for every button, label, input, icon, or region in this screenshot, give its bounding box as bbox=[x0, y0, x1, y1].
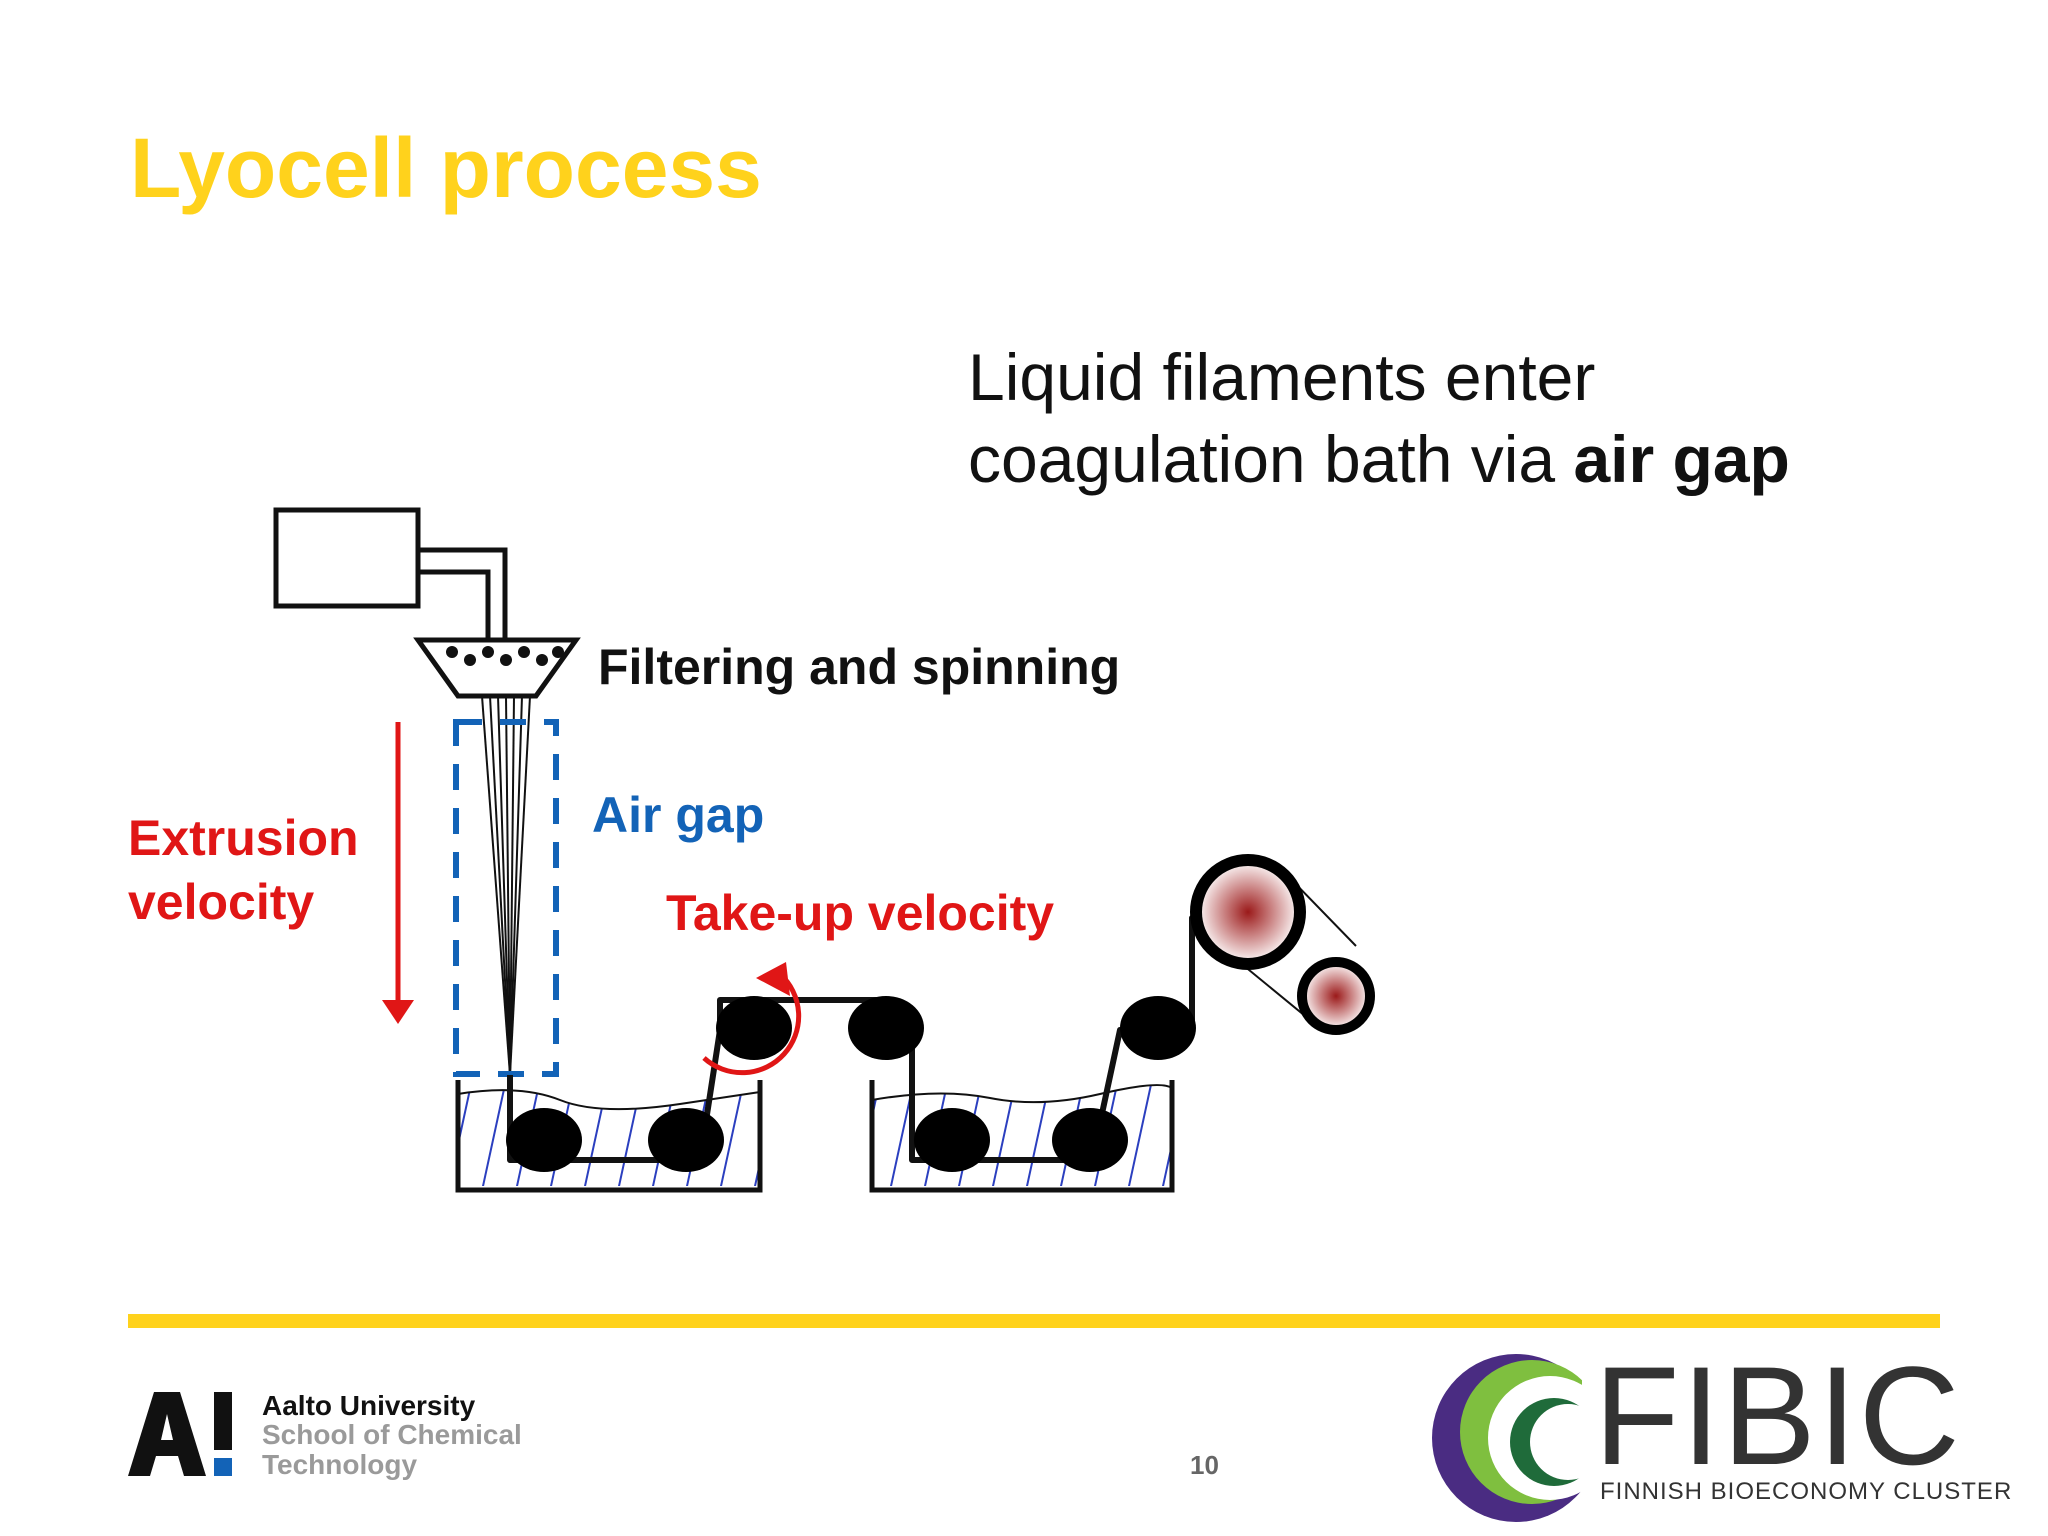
roller-bath1-a bbox=[506, 1108, 582, 1172]
roller-mid-a bbox=[716, 996, 792, 1060]
filter-beads bbox=[446, 646, 564, 666]
winder-roll-small bbox=[1297, 957, 1375, 1035]
label-extrusion-velocity: Extrusion velocity bbox=[128, 806, 359, 934]
godet-rollers bbox=[506, 996, 1196, 1172]
take-up-rotation-arrow bbox=[702, 962, 802, 1076]
label-extrusion-line-1: Extrusion bbox=[128, 810, 359, 866]
label-take-up-velocity: Take-up velocity bbox=[666, 885, 1055, 941]
lyocell-process-diagram bbox=[273, 507, 1375, 1193]
roller-exit bbox=[1120, 996, 1196, 1060]
extrusion-velocity-arrow bbox=[382, 722, 414, 1024]
aalto-school-line-2: Technology bbox=[262, 1449, 418, 1480]
feed-pipe bbox=[418, 547, 508, 640]
roller-bath2-a bbox=[914, 1108, 990, 1172]
roller-bath1-b bbox=[648, 1108, 724, 1172]
subtitle-line-1: Liquid filaments enter bbox=[968, 340, 1596, 414]
fibic-crescent-logo bbox=[1432, 1354, 1582, 1522]
roller-bath2-b bbox=[1052, 1108, 1128, 1172]
footer-divider bbox=[128, 1314, 1940, 1328]
subtitle-line-2: coagulation bath via air gap bbox=[968, 418, 1790, 500]
aalto-a-exclamation-logo bbox=[128, 1392, 232, 1476]
fibic-tagline: FINNISH BIOECONOMY CLUSTER bbox=[1600, 1478, 2013, 1505]
dope-reservoir bbox=[273, 507, 421, 609]
fibic-name: FIBIC bbox=[1594, 1337, 1962, 1494]
label-filtering-spinning: Filtering and spinning bbox=[598, 639, 1121, 695]
slide-subtitle: Liquid filaments enter coagulation bath … bbox=[968, 336, 1790, 500]
spinneret bbox=[413, 637, 581, 699]
aalto-school-line-1: School of Chemical bbox=[262, 1419, 522, 1450]
label-air-gap: Air gap bbox=[592, 787, 765, 843]
aalto-university-name: Aalto University bbox=[262, 1390, 476, 1421]
subtitle-line-2-text: coagulation bath via bbox=[968, 422, 1574, 496]
take-up-winder bbox=[1190, 854, 1375, 1035]
label-extrusion-line-2: velocity bbox=[128, 874, 315, 930]
winder-roll-large bbox=[1190, 854, 1306, 970]
aalto-school-name: School of Chemical Technology bbox=[262, 1420, 522, 1480]
liquid-filaments bbox=[481, 695, 531, 1076]
slide-title: Lyocell process bbox=[130, 121, 762, 215]
page-number: 10 bbox=[1190, 1450, 1219, 1480]
roller-mid-b bbox=[848, 996, 924, 1060]
air-gap-zone bbox=[453, 719, 559, 1077]
subtitle-air-gap-emphasis: air gap bbox=[1573, 422, 1790, 496]
